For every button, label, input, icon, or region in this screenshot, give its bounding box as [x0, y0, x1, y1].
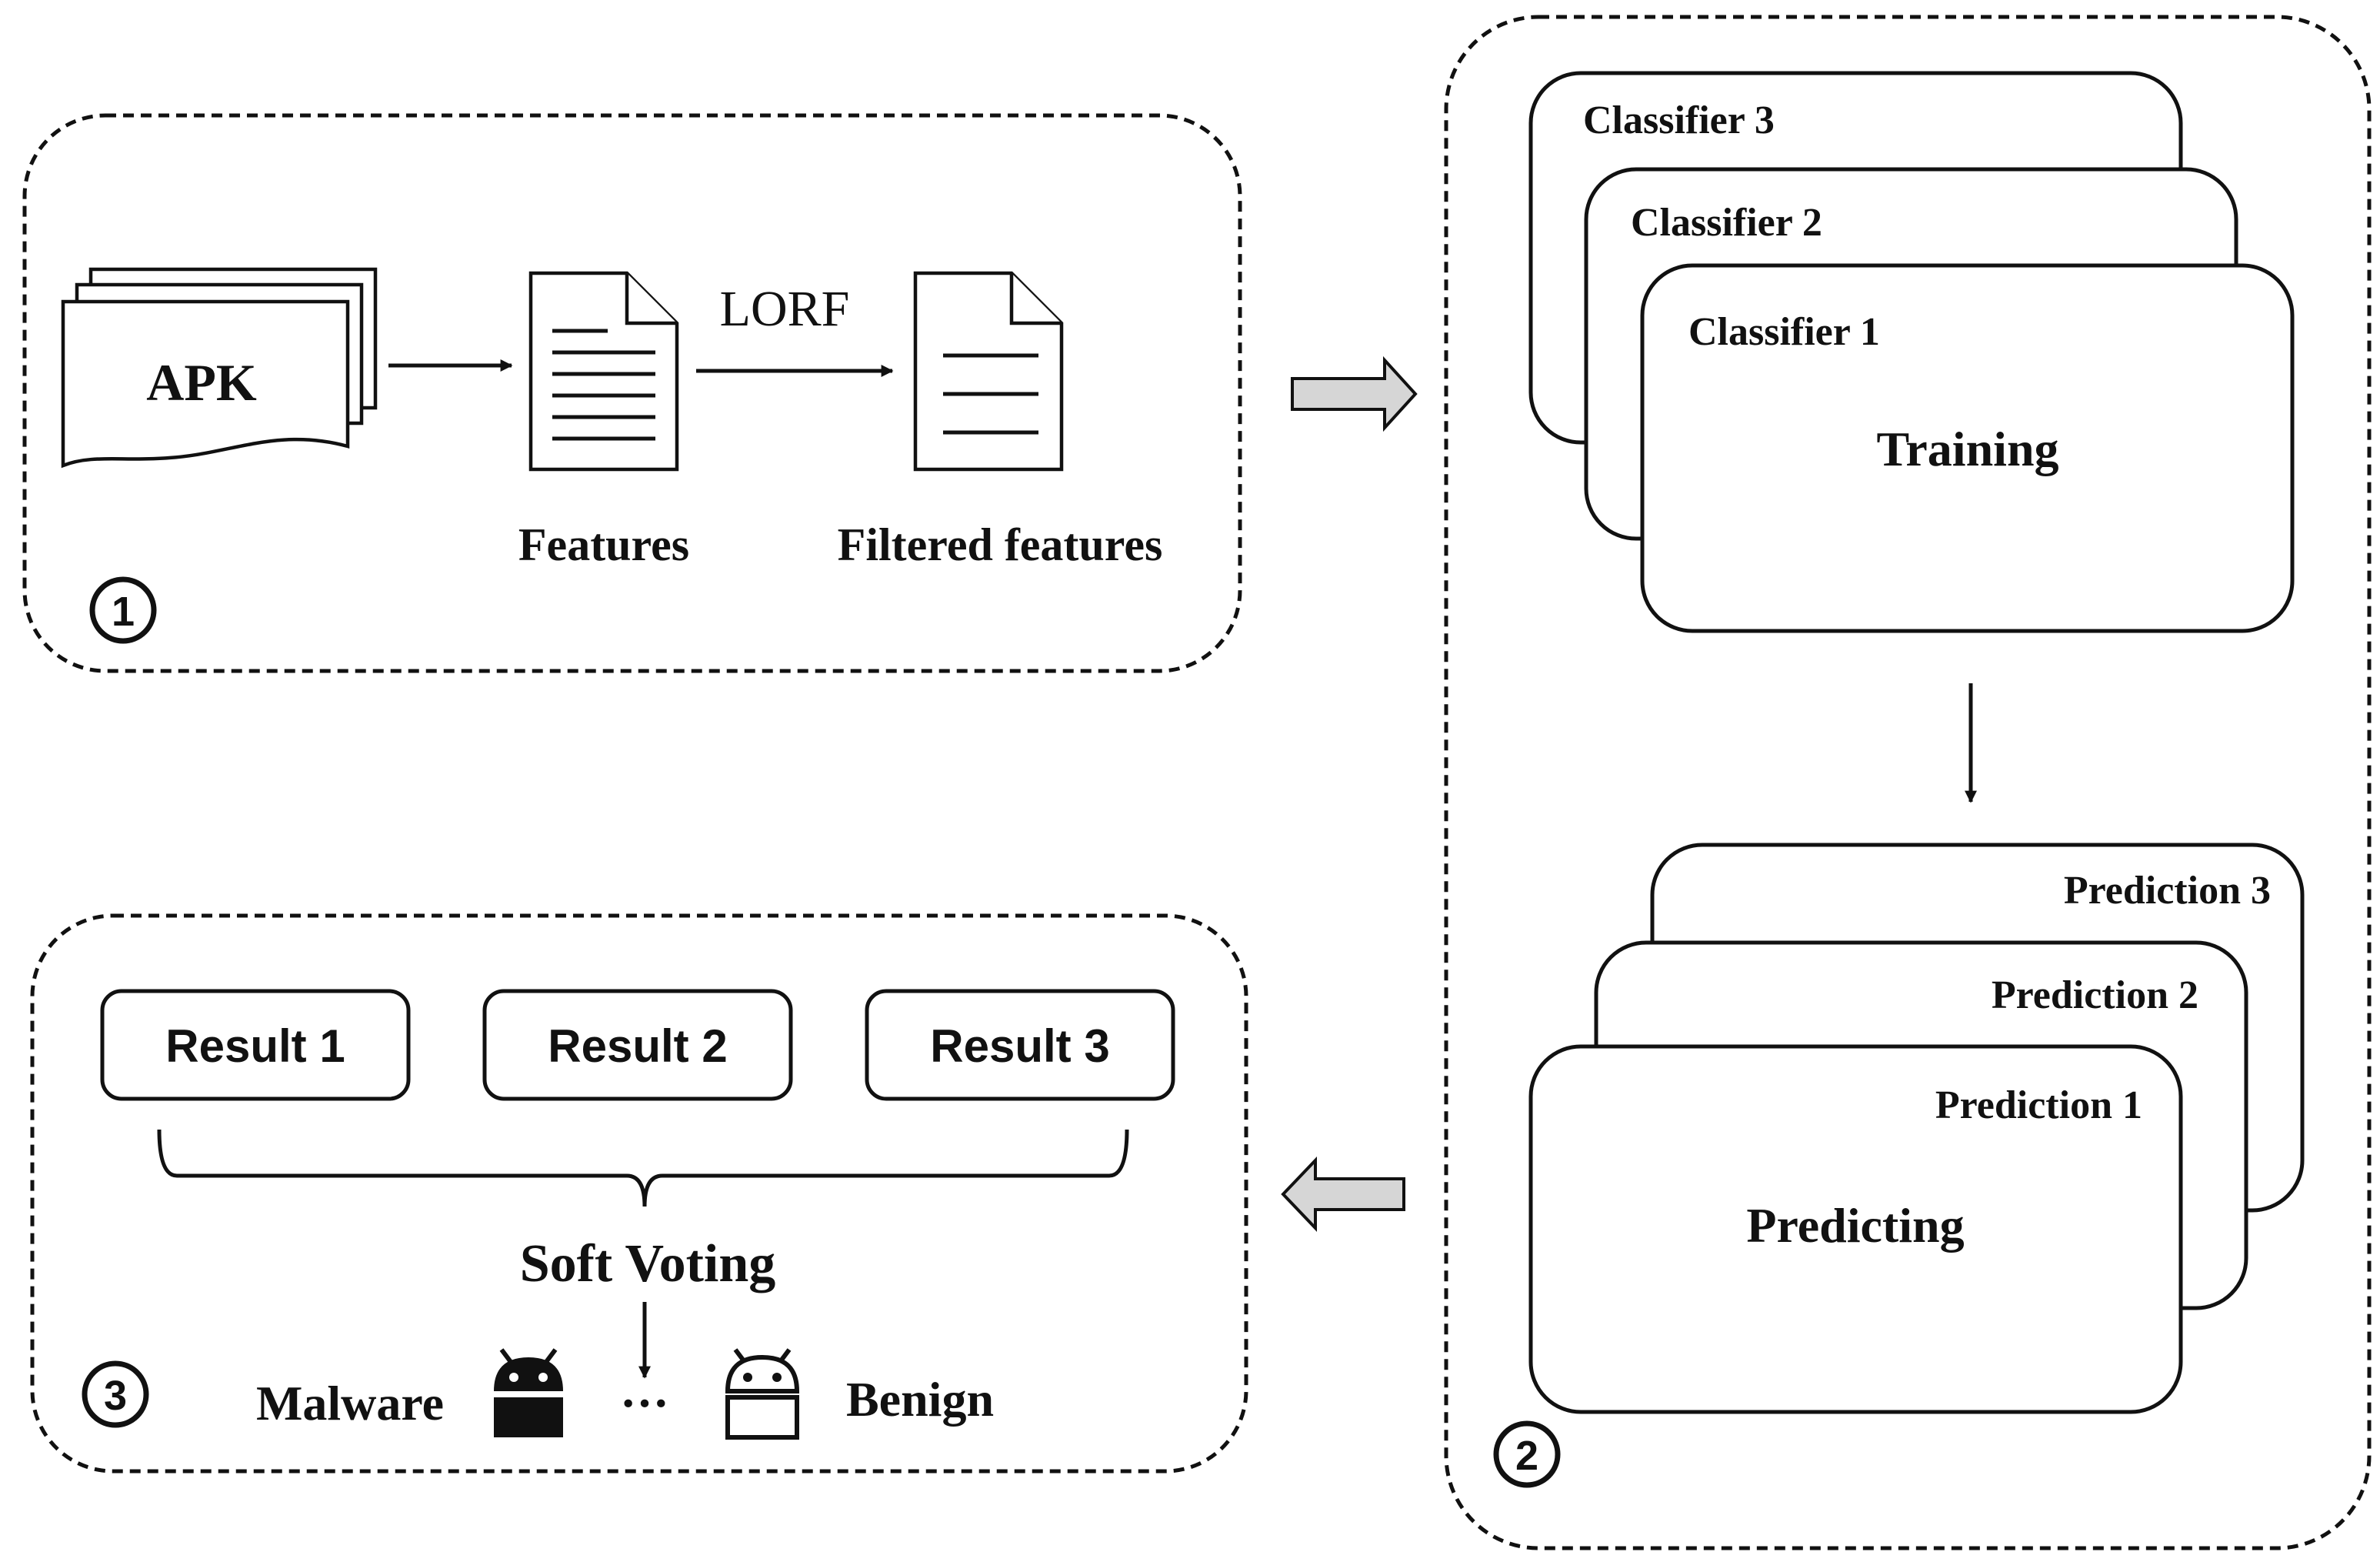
- svg-text:1: 1: [112, 589, 135, 635]
- hollow-arrow-left: [1281, 1156, 1405, 1232]
- classifier-3-label: Classifier 3: [1583, 98, 1775, 142]
- filtered-features-label: Filtered features: [838, 519, 1163, 570]
- prediction-3-label: Prediction 3: [2064, 869, 2271, 913]
- features-document-icon: [528, 271, 679, 472]
- soft-voting-label: Soft Voting: [520, 1234, 776, 1293]
- filtered-features-document-icon: [913, 271, 1064, 472]
- stage-1-border: [22, 113, 1242, 673]
- lorf-label: LORF: [720, 281, 850, 337]
- apk-label: APK: [146, 353, 257, 412]
- step-2-badge: 2: [1493, 1420, 1561, 1488]
- step-1-badge: 1: [89, 576, 157, 644]
- prediction-1-label: Prediction 1: [1935, 1083, 2142, 1127]
- step-3-badge: 3: [82, 1360, 149, 1428]
- grouping-bracket: [157, 1129, 1129, 1207]
- features-label: Features: [518, 519, 689, 570]
- result-1-box: [100, 989, 411, 1101]
- stage-1-feature-extraction: APK Features LORF Filtered features: [22, 113, 1242, 673]
- stage-3-voting: Result 1 Result 2 Result 3 Soft Voting M…: [30, 913, 1248, 1474]
- result-1-label: Result 1: [165, 1020, 345, 1072]
- stage-2-border: [1444, 15, 2372, 1550]
- malware-label: Malware: [256, 1376, 444, 1430]
- result-3-box: [865, 989, 1175, 1101]
- result-3-label: Result 3: [930, 1020, 1109, 1072]
- hollow-arrow-right: [1291, 355, 1418, 432]
- svg-text:3: 3: [104, 1373, 127, 1419]
- predicting-label: Predicting: [1746, 1198, 1964, 1253]
- android-filled-icon: [494, 1348, 563, 1437]
- training-label: Training: [1876, 422, 2058, 476]
- prediction-2-label: Prediction 2: [1992, 973, 2198, 1017]
- classifier-1-card: [1640, 263, 2295, 633]
- result-2-box: [482, 989, 793, 1101]
- svg-text:2: 2: [1515, 1433, 1538, 1479]
- benign-label: Benign: [846, 1372, 994, 1427]
- android-outline-icon: [725, 1348, 800, 1440]
- result-2-label: Result 2: [548, 1020, 727, 1072]
- ellipsis-label: ···: [620, 1376, 669, 1430]
- apk-stack-icon: [61, 267, 378, 469]
- classifier-1-label: Classifier 1: [1688, 310, 1880, 354]
- classifier-2-label: Classifier 2: [1631, 201, 1822, 245]
- stage-2-classification: Classifier 3 Classifier 2 Classifier 1 T…: [1444, 15, 2372, 1550]
- prediction-1-card: [1528, 1044, 2183, 1414]
